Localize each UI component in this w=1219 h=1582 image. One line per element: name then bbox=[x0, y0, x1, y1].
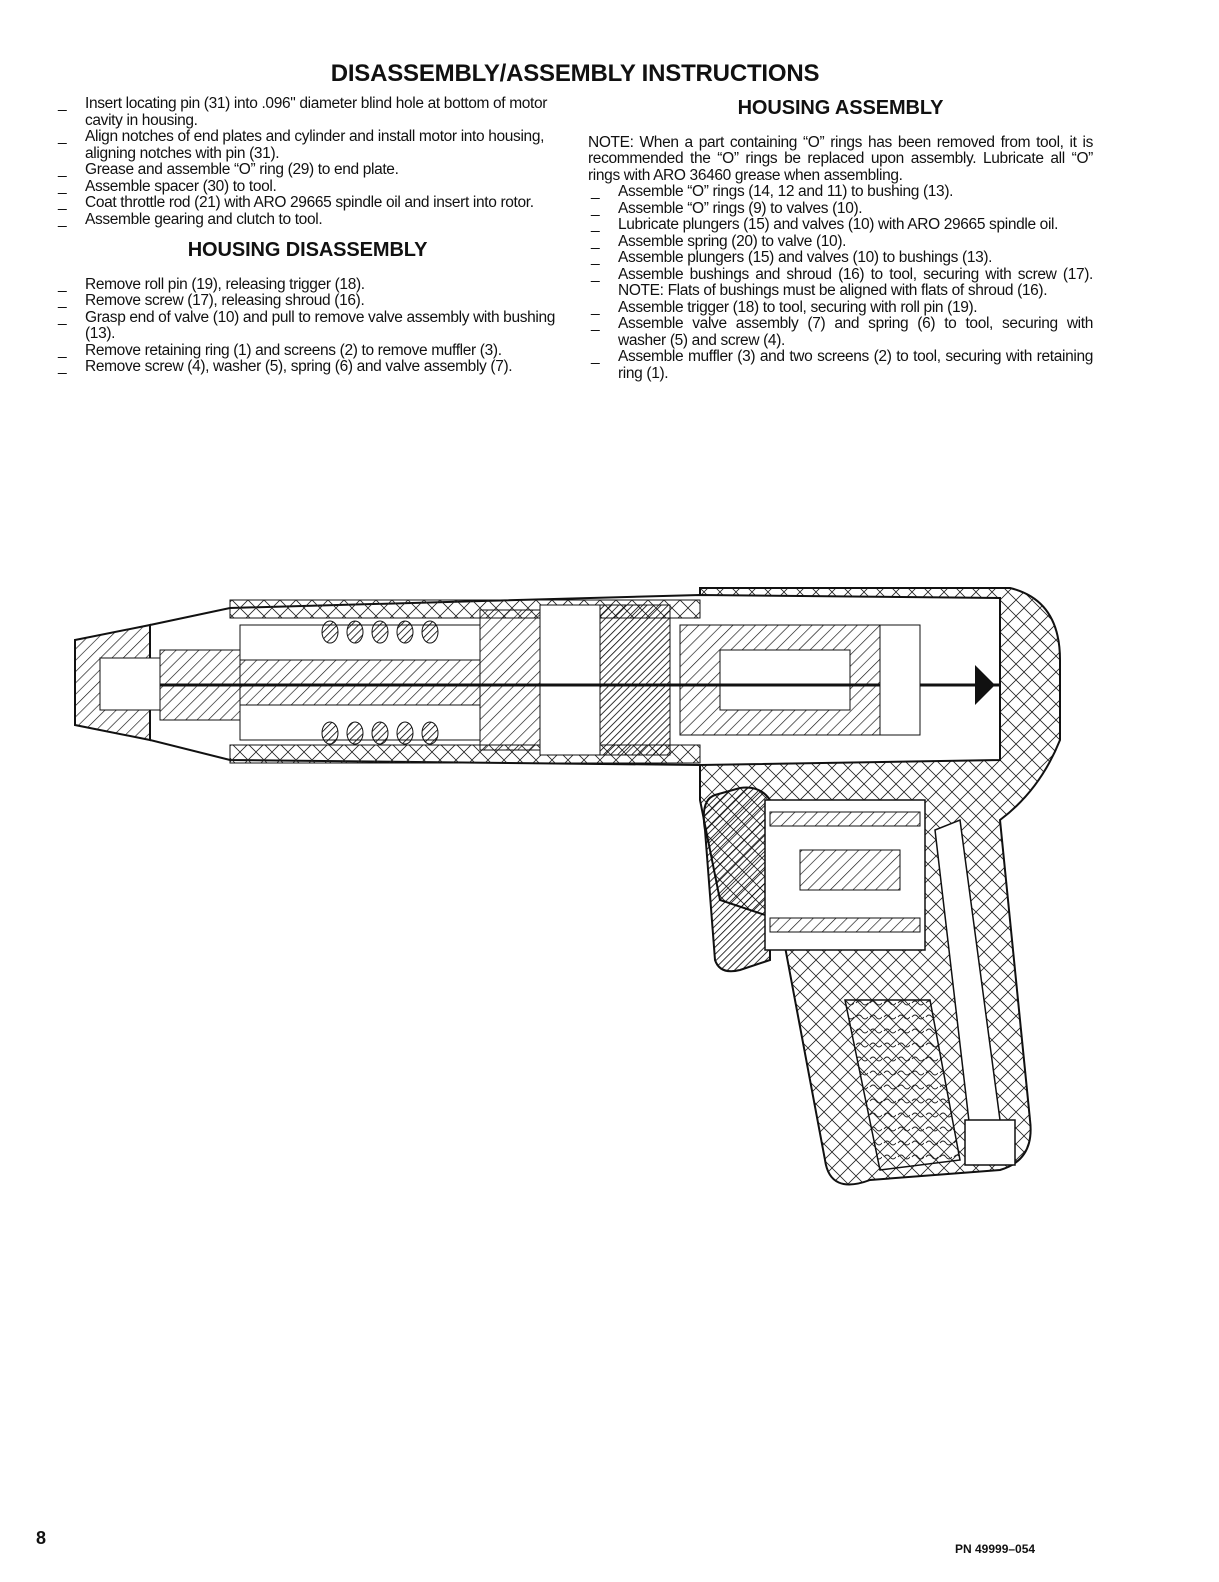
list-item: _Assemble bushings and shroud (16) to to… bbox=[591, 265, 1093, 299]
list-item: _Grasp end of valve (10) and pull to rem… bbox=[58, 308, 556, 342]
list-item: _Assemble muffler (3) and two screens (2… bbox=[591, 348, 1093, 382]
housing-disassembly-heading: HOUSING DISASSEMBLY bbox=[187, 239, 428, 261]
list-item: _Remove retaining ring (1) and screens (… bbox=[58, 341, 502, 359]
list-item: _Assemble “O” rings (14, 12 and 11) to b… bbox=[591, 183, 954, 200]
list-item: _Remove screw (4), washer (5), spring (6… bbox=[58, 358, 513, 375]
list-item: _Grease and assemble “O” ring (29) to en… bbox=[58, 161, 399, 178]
list-item: _Assemble trigger (18) to tool, securing… bbox=[591, 298, 978, 316]
trigger bbox=[702, 786, 926, 973]
barrel-housing bbox=[74, 593, 1001, 767]
housing-assembly-section: HOUSING ASSEMBLY NOTE: When a part conta… bbox=[588, 97, 1093, 382]
list-item: _Assemble “O” rings (9) to valves (10). bbox=[591, 199, 863, 217]
motor-assembly-steps: _Insert locating pin (31) into .096" dia… bbox=[55, 95, 560, 376]
list-item: _Remove roll pin (19), releasing trigger… bbox=[58, 275, 365, 293]
list-item: _Lubricate plungers (15) and valves (10)… bbox=[591, 216, 1059, 233]
list-item: _Assemble gearing and clutch to tool. bbox=[58, 210, 323, 228]
list-item: _Coat throttle rod (21) with ARO 29665 s… bbox=[58, 194, 534, 211]
note: NOTE: When a part containing “O” rings h… bbox=[588, 133, 1093, 184]
list-item: _Align notches of end plates and cylinde… bbox=[58, 128, 545, 162]
list-item: _Remove screw (17), releasing shroud (16… bbox=[58, 292, 365, 309]
page-title: DISASSEMBLY/ASSEMBLY INSTRUCTIONS bbox=[330, 60, 820, 87]
part-number: PN 49999–054 bbox=[955, 1542, 1036, 1556]
list-item: _Assemble valve assembly (7) and spring … bbox=[591, 315, 1093, 349]
list-item: _Assemble spacer (30) to tool. bbox=[58, 177, 277, 195]
list-item: _Assemble spring (20) to valve (10). bbox=[591, 232, 847, 250]
page-number: 8 bbox=[36, 1528, 47, 1548]
list-item: _Insert locating pin (31) into .096" dia… bbox=[58, 95, 548, 129]
housing-assembly-heading: HOUSING ASSEMBLY bbox=[737, 97, 944, 119]
list-item: _Assemble plungers (15) and valves (10) … bbox=[591, 249, 993, 266]
